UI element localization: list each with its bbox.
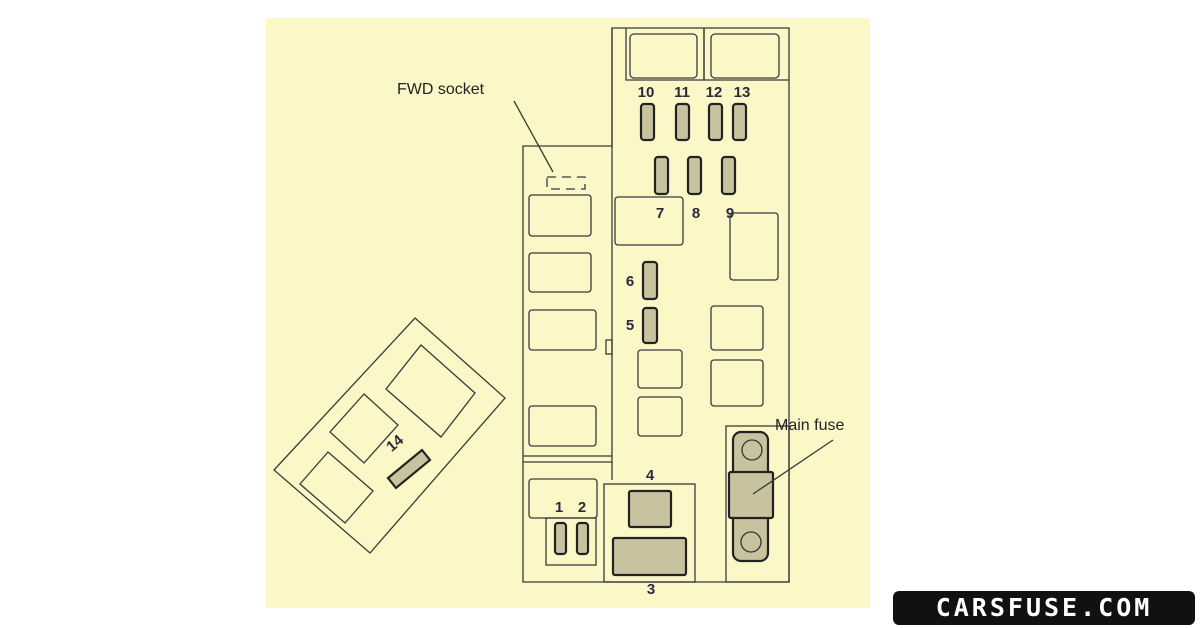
- fuse-label-2: 2: [578, 499, 586, 516]
- carsfuse-logo: CARSFUSE.COM: [893, 591, 1195, 625]
- fwd-socket-label: FWD socket: [397, 81, 485, 98]
- main-fuse: [725, 425, 790, 583]
- fuse-2: [575, 521, 590, 556]
- fuse-8: [686, 155, 703, 196]
- left-column-relays: 1 2: [528, 176, 598, 566]
- fuse-5: [641, 306, 659, 345]
- fuse-label-7: 7: [656, 205, 664, 222]
- main-fuse-label: Main fuse: [775, 417, 844, 434]
- fuse-label-12: 12: [706, 84, 723, 101]
- fuse-13: [731, 102, 748, 142]
- fwd-socket: [546, 176, 586, 190]
- fuse-12: [707, 102, 724, 142]
- fuse-3: [611, 536, 688, 577]
- main-fuse-leader: [752, 439, 834, 495]
- top-relays: [625, 28, 789, 81]
- fuse-7: [653, 155, 670, 196]
- fuse-1: [553, 521, 568, 556]
- fuse-label-4: 4: [646, 467, 655, 484]
- fuse-row-top: 10 11 12 13: [638, 84, 751, 142]
- fuse-6: [641, 260, 659, 301]
- fuse-4: [627, 489, 673, 529]
- fuse-label-11: 11: [674, 84, 690, 101]
- fwd-socket-leader: [513, 100, 554, 173]
- fuse-9: [720, 155, 737, 196]
- fuse-label-8: 8: [692, 205, 700, 222]
- large-fuses: 4 3: [603, 467, 696, 598]
- fuse-label-6: 6: [626, 273, 634, 290]
- fuse-column: 6 5: [626, 260, 659, 345]
- fuse-14: [386, 448, 432, 490]
- main-housing: [522, 27, 790, 583]
- fuse-label-9: 9: [726, 205, 734, 222]
- fuse-label-10: 10: [638, 84, 655, 101]
- fuse-10: [639, 102, 656, 142]
- diagram-background: [266, 18, 870, 608]
- fuse-label-1: 1: [555, 499, 563, 516]
- fuse-row-middle: 7 8 9: [653, 155, 737, 222]
- fuse-label-5: 5: [626, 317, 634, 334]
- fuse-11: [674, 102, 691, 142]
- relay-boxes: [614, 196, 779, 437]
- fuse-label-13: 13: [734, 84, 751, 101]
- fuse-label-3: 3: [647, 581, 655, 598]
